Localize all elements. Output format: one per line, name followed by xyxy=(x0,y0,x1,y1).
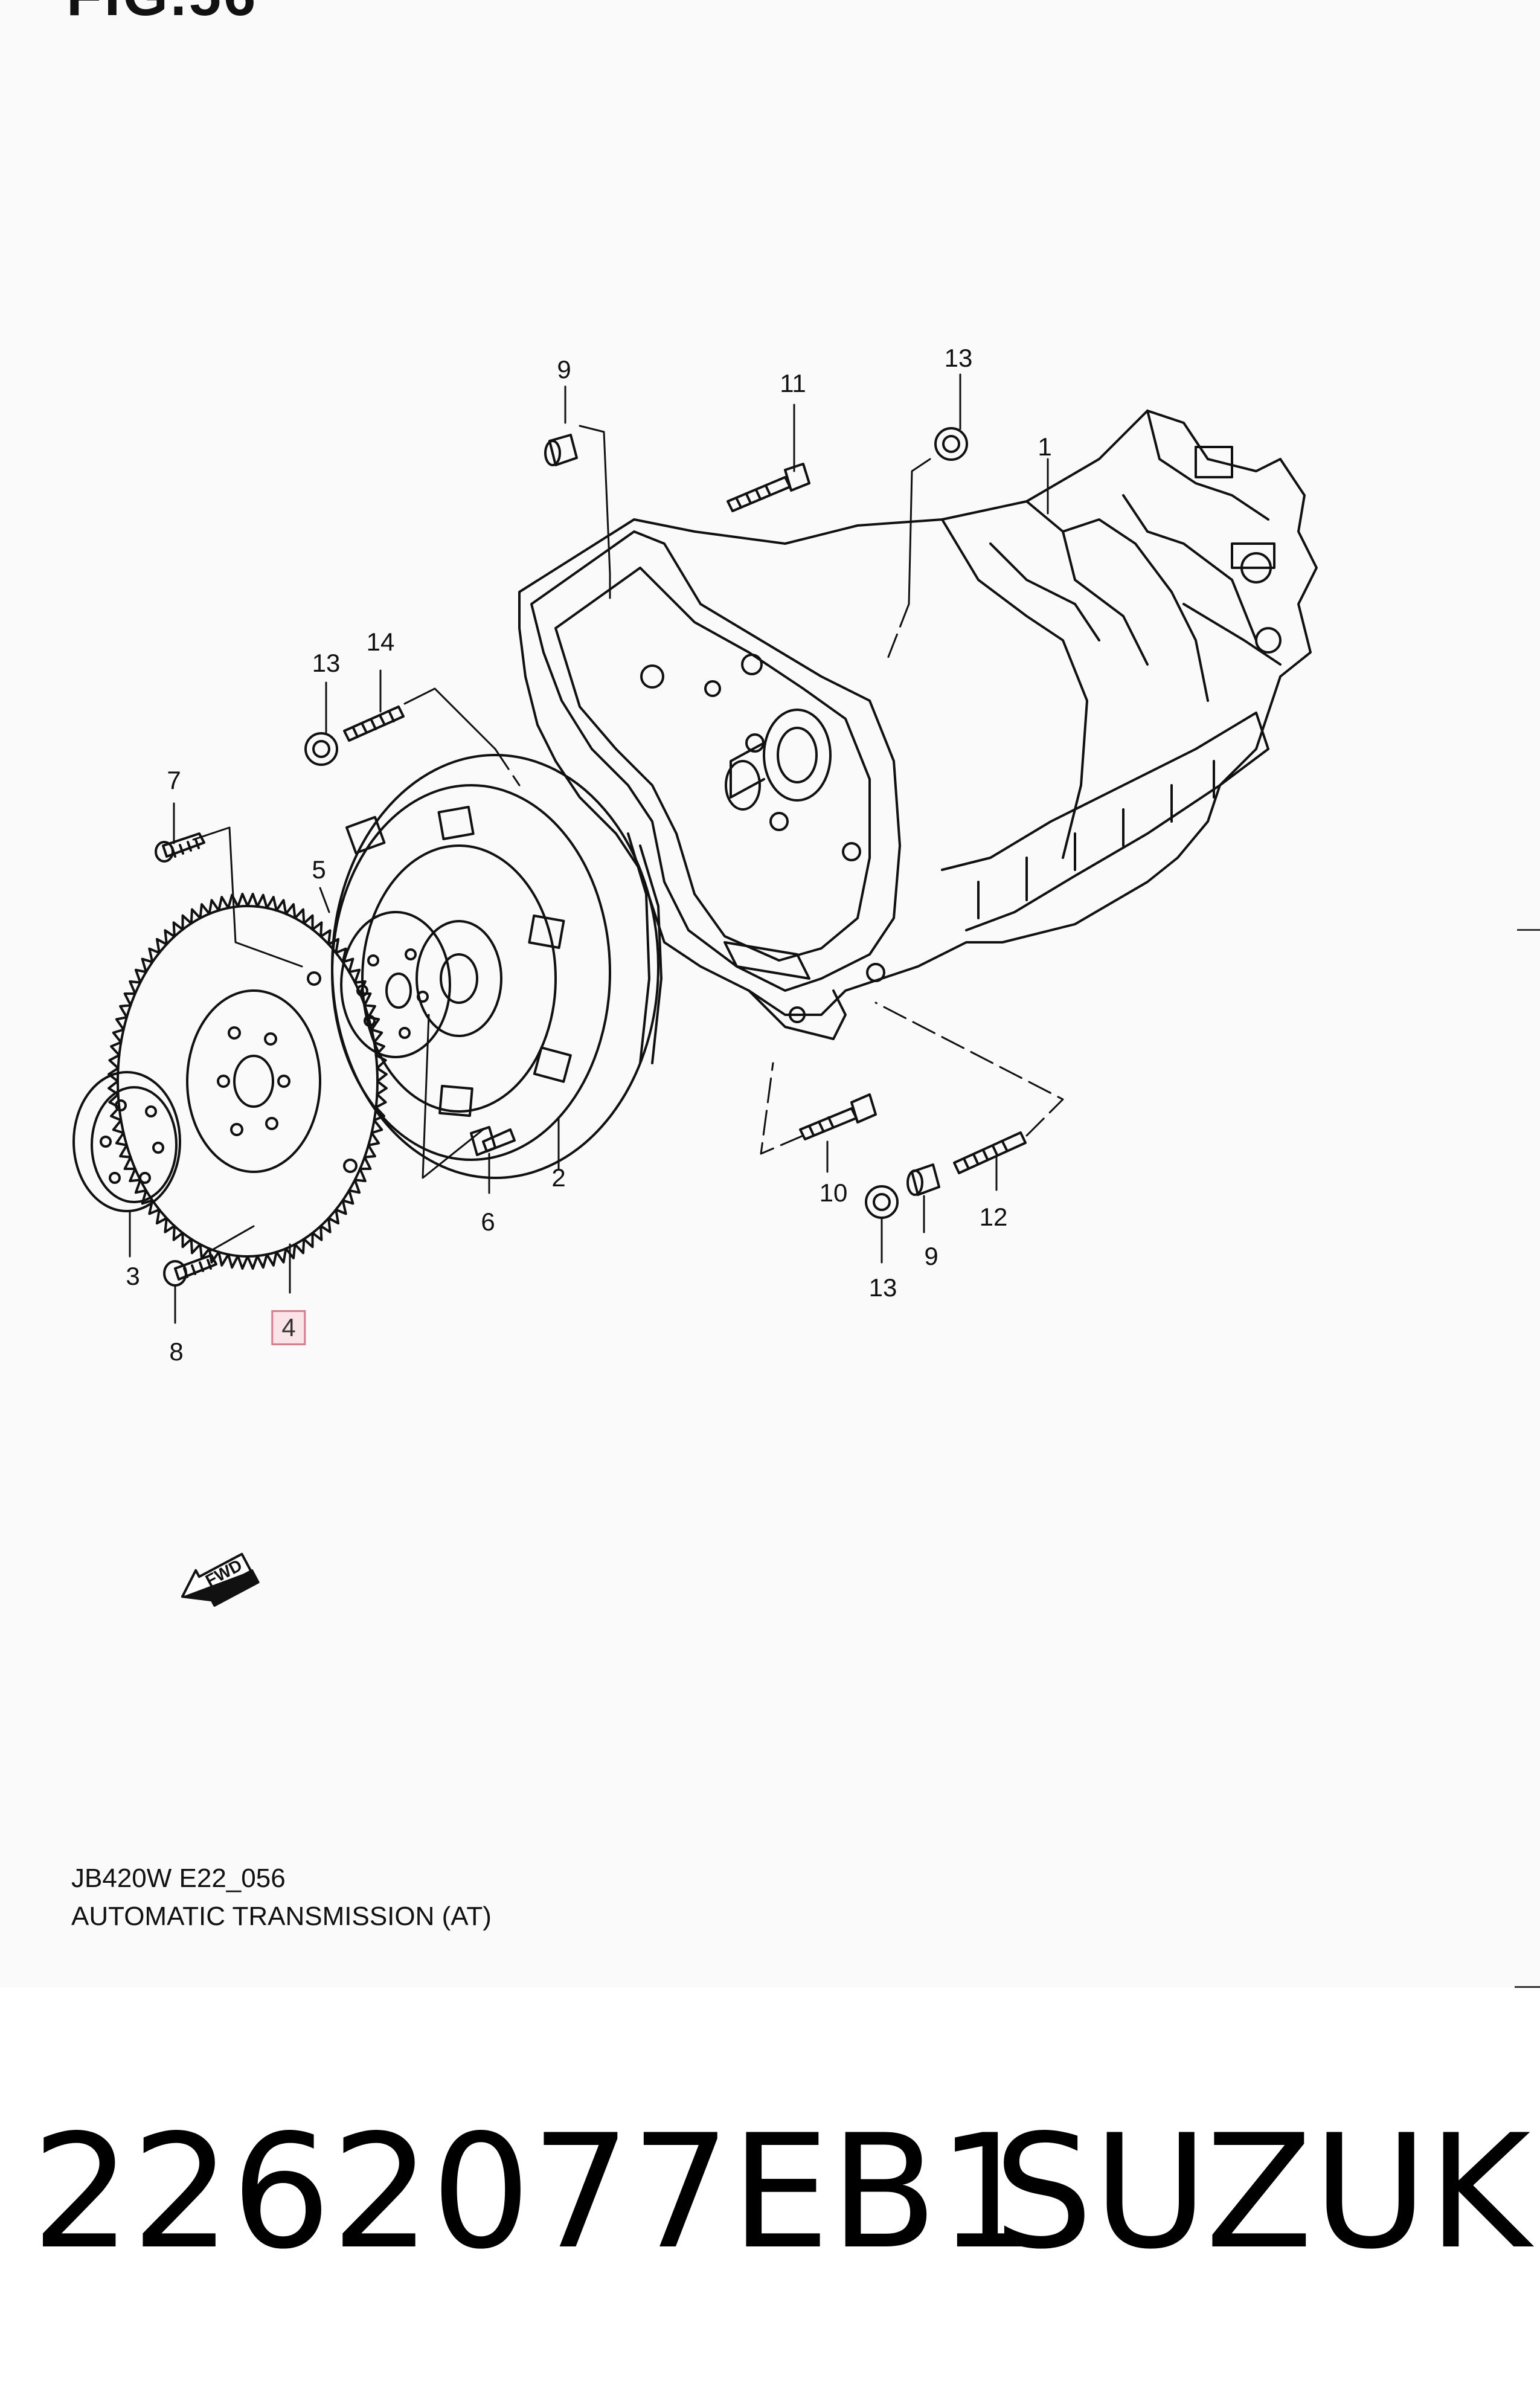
bolt-8 xyxy=(163,1254,217,1287)
drive-plate xyxy=(107,892,388,1270)
torque-converter xyxy=(331,754,663,1179)
callout-4-highlighted[interactable]: 4 xyxy=(271,1310,306,1345)
callout-10: 10 xyxy=(819,1178,848,1207)
callout-13-top: 13 xyxy=(944,344,973,372)
callout-1: 1 xyxy=(1038,432,1052,461)
ring-gear-teeth xyxy=(107,892,388,1270)
stud-12 xyxy=(953,1131,1027,1174)
leader-lines xyxy=(129,373,1064,1324)
bolt-7 xyxy=(155,832,205,863)
part-number: 2262077EB1 xyxy=(31,2101,1038,2284)
spacer-plate xyxy=(340,911,451,1058)
sleeve-9-top xyxy=(544,434,578,466)
callout-9-bottom: 9 xyxy=(924,1242,938,1270)
edge-tick-bottom xyxy=(1515,1986,1540,1988)
callout-2: 2 xyxy=(551,1163,566,1192)
callout-13-bottom: 13 xyxy=(868,1273,897,1302)
figure-label: FIG.56 xyxy=(66,0,258,29)
drive-plate-body xyxy=(117,905,379,1258)
nut-13-left xyxy=(304,732,338,766)
fwd-arrow-icon xyxy=(181,1552,260,1607)
callout-9-top: 9 xyxy=(557,355,571,384)
callout-12: 12 xyxy=(979,1203,1008,1231)
transmission-case xyxy=(518,410,1318,1040)
brand-name: SUZUKI xyxy=(993,2101,1540,2284)
stud-14 xyxy=(343,706,405,742)
adapter-plate xyxy=(72,1071,181,1212)
callout-13-left: 13 xyxy=(312,649,341,677)
bolt-11 xyxy=(727,463,810,512)
callout-6: 6 xyxy=(481,1207,495,1236)
diagram-panel: FIG.56 xyxy=(66,0,1540,1988)
exploded-parts-diagram: FWD xyxy=(72,373,1318,1607)
nut-13-top xyxy=(934,427,968,461)
callout-14: 14 xyxy=(366,628,395,656)
sleeve-9-bottom xyxy=(906,1163,940,1196)
bolt-10 xyxy=(799,1093,877,1140)
callout-3: 3 xyxy=(126,1262,140,1290)
callout-11: 11 xyxy=(780,369,806,397)
callout-5: 5 xyxy=(312,855,326,884)
caption-code: JB420W E22_056 xyxy=(71,1863,286,1893)
nut-13-bottom xyxy=(865,1185,899,1219)
caption-title: AUTOMATIC TRANSMISSION (AT) xyxy=(71,1902,492,1931)
bolt-6 xyxy=(470,1126,516,1156)
callout-7: 7 xyxy=(167,766,181,794)
edge-tick-right xyxy=(1517,929,1540,931)
callout-8: 8 xyxy=(169,1337,184,1366)
